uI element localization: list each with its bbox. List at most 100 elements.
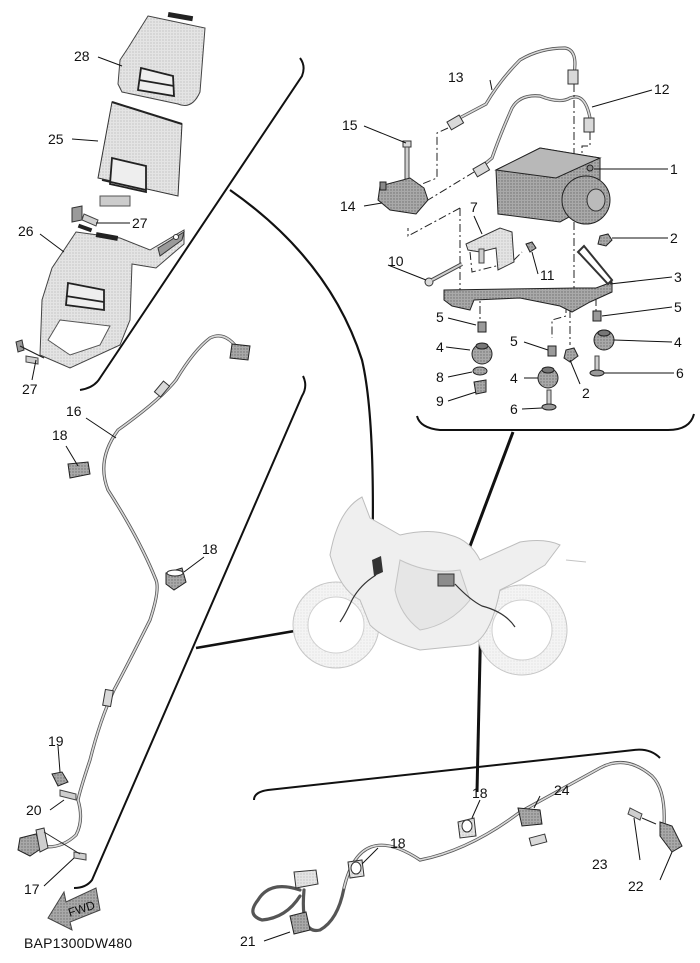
- label-5-right[interactable]: 5: [674, 299, 682, 315]
- label-19[interactable]: 19: [48, 733, 64, 749]
- drawing-code: BAP1300DW480: [24, 935, 133, 951]
- fwd-direction-arrow: FWD: [47, 887, 101, 931]
- part-2-nut-lower[interactable]: [563, 347, 579, 363]
- label-20[interactable]: 20: [26, 802, 42, 818]
- front-sensor-group-bracket: [73, 375, 307, 889]
- part-27-screw-lower[interactable]: [15, 339, 45, 365]
- part-8-washer[interactable]: [472, 366, 488, 376]
- label-22[interactable]: 22: [628, 878, 644, 894]
- label-9[interactable]: 9: [436, 393, 444, 409]
- label-17[interactable]: 17: [24, 881, 40, 897]
- pipe-12-nut: [583, 117, 595, 133]
- part-4-grommet-middle[interactable]: [537, 366, 559, 389]
- part-7-bracket[interactable]: [465, 227, 515, 271]
- label-26[interactable]: 26: [18, 223, 34, 239]
- label-16[interactable]: 16: [66, 403, 82, 419]
- label-13[interactable]: 13: [448, 69, 464, 85]
- part-19-clip[interactable]: [51, 771, 69, 787]
- label-18-rear-lower[interactable]: 18: [390, 835, 406, 851]
- label-28[interactable]: 28: [74, 48, 90, 64]
- part-18-clamp-rear-lower[interactable]: [347, 859, 365, 879]
- label-27-lower[interactable]: 27: [22, 381, 38, 397]
- part-24-clip[interactable]: [517, 807, 543, 827]
- label-27-upper[interactable]: 27: [132, 215, 148, 231]
- label-23[interactable]: 23: [592, 856, 608, 872]
- front-sensor-connector: [229, 343, 251, 361]
- front-wheel-sensor-group: [17, 334, 251, 861]
- label-2-lower[interactable]: 2: [582, 385, 590, 401]
- pipe-13-end-nut: [446, 114, 465, 131]
- part-15-bolt[interactable]: [402, 140, 412, 180]
- label-5-left[interactable]: 5: [436, 309, 444, 325]
- rear-sensor-connector: [293, 869, 319, 889]
- part-22-rear-wheel-sensor[interactable]: [659, 821, 683, 853]
- part-25-ecu[interactable]: [97, 101, 183, 207]
- part-3-mounting-plate[interactable]: [443, 244, 614, 313]
- part-9-nut[interactable]: [473, 379, 487, 395]
- front-cable-grommet-upper: [153, 380, 171, 398]
- pipe-12-end-nut: [472, 161, 491, 178]
- part-labels: 28 25 27 26 27 13 12 15 1 14 7 2 10 11 3…: [18, 48, 684, 949]
- label-15[interactable]: 15: [342, 117, 358, 133]
- label-10[interactable]: 10: [388, 253, 404, 269]
- label-18-front-upper[interactable]: 18: [52, 427, 68, 443]
- part-13-brake-pipe[interactable]: [450, 46, 577, 124]
- part-6-bolt-middle[interactable]: [541, 389, 557, 411]
- part-6-bolt-right[interactable]: [589, 355, 605, 377]
- part-20-bolt[interactable]: [59, 789, 77, 801]
- part-17-bolt[interactable]: [73, 851, 87, 861]
- label-8[interactable]: 8: [436, 369, 444, 385]
- pipe-13-nut: [567, 69, 579, 85]
- part-26-bracket[interactable]: [39, 229, 185, 369]
- label-4-middle[interactable]: 4: [510, 370, 518, 386]
- label-18-front-middle[interactable]: 18: [202, 541, 218, 557]
- label-3[interactable]: 3: [674, 269, 682, 285]
- part-23-bolt[interactable]: [627, 807, 643, 821]
- part-4-grommet-right[interactable]: [593, 329, 615, 351]
- rear-wheel-sensor-group: [251, 760, 683, 935]
- part-1-abs-hydraulic-unit[interactable]: [494, 147, 611, 225]
- ecu-link-line: [229, 189, 374, 571]
- label-7[interactable]: 7: [470, 199, 478, 215]
- part-11-nut[interactable]: [525, 241, 537, 253]
- label-14[interactable]: 14: [340, 198, 356, 214]
- label-6-right[interactable]: 6: [676, 365, 684, 381]
- part-2-nut-upper[interactable]: [597, 233, 613, 247]
- label-11[interactable]: 11: [540, 267, 555, 283]
- label-2-upper[interactable]: 2: [670, 230, 678, 246]
- part-10-long-bolt[interactable]: [424, 262, 463, 287]
- part-21-clamp[interactable]: [289, 911, 311, 935]
- part-22-rear-wheel-sensor-cable[interactable]: [251, 760, 666, 933]
- label-1[interactable]: 1: [670, 161, 678, 177]
- front-cable-grommet-lower: [102, 688, 114, 708]
- label-24[interactable]: 24: [554, 782, 570, 798]
- part-28-cover[interactable]: [117, 11, 206, 106]
- part-5-collar-right[interactable]: [592, 310, 602, 322]
- ecu-group-bracket: [79, 57, 305, 391]
- part-17-front-wheel-sensor[interactable]: [17, 827, 49, 857]
- part-27-screw-upper[interactable]: [71, 205, 99, 233]
- ecu-bracket-group: [15, 11, 206, 369]
- part-4-grommet-left[interactable]: [471, 342, 493, 365]
- leader-lines: [31, 56, 674, 942]
- part-18-clamp-middle[interactable]: [165, 567, 187, 591]
- rear-sensor-group-bracket: [253, 748, 661, 801]
- callout-lines: [73, 57, 695, 889]
- label-12[interactable]: 12: [654, 81, 670, 97]
- motorcycle-illustration: [292, 496, 587, 676]
- part-5-collar-middle[interactable]: [547, 345, 557, 357]
- part-5-collar-left[interactable]: [477, 321, 487, 333]
- label-4-right[interactable]: 4: [674, 334, 682, 350]
- label-4-left[interactable]: 4: [436, 339, 444, 355]
- label-6-middle[interactable]: 6: [510, 401, 518, 417]
- part-14-joint-block[interactable]: [377, 177, 429, 215]
- part-18-clamp-rear-upper[interactable]: [457, 817, 477, 839]
- label-21[interactable]: 21: [240, 933, 256, 949]
- label-25[interactable]: 25: [48, 131, 64, 147]
- rear-cable-grommet: [528, 833, 548, 847]
- hydraulic-unit-group: [377, 46, 615, 411]
- label-18-rear-upper[interactable]: 18: [472, 785, 488, 801]
- label-5-middle[interactable]: 5: [510, 333, 518, 349]
- part-18-clamp-upper[interactable]: [67, 461, 91, 479]
